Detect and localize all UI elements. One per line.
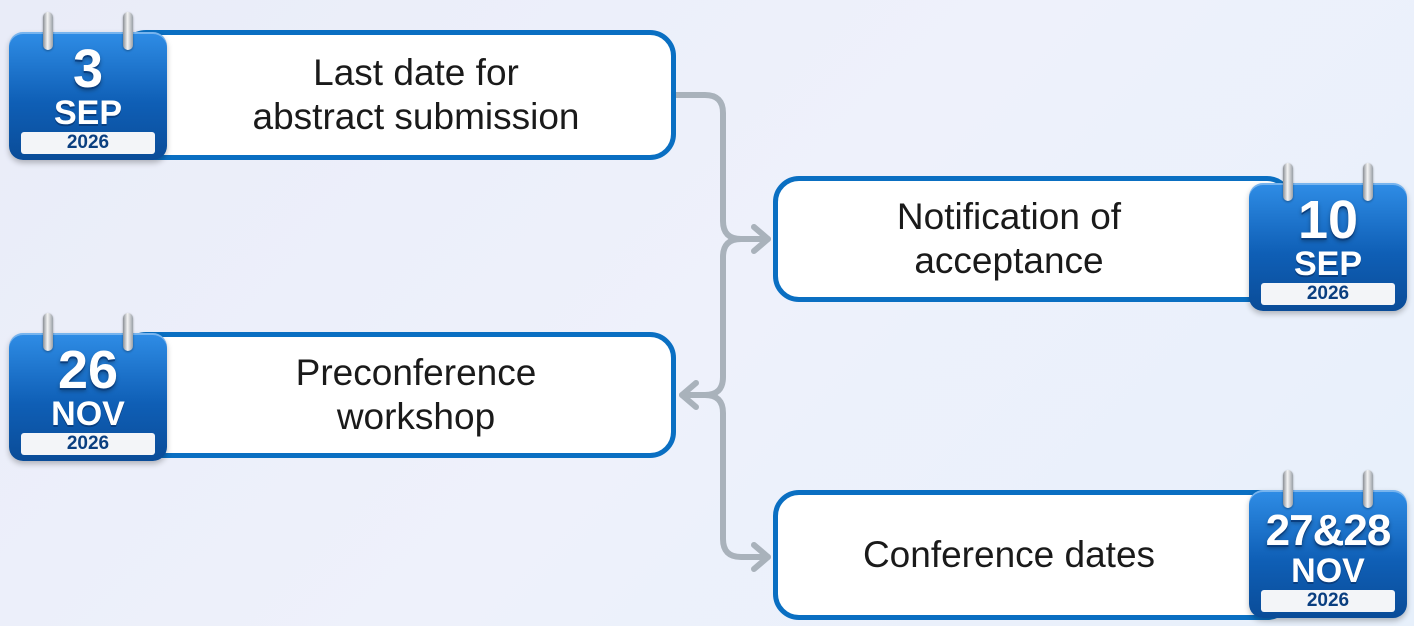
calendar-icon: 27&28 NOV 2026 [1249, 470, 1407, 618]
calendar-year: 2026 [1261, 590, 1395, 612]
calendar-icon: 26 NOV 2026 [9, 313, 167, 461]
arrowhead-icon [679, 380, 699, 410]
connector-submission-to-notification [673, 92, 771, 242]
milestone-label-line: workshop [336, 396, 496, 437]
milestone-label-line: Preconference [295, 352, 537, 393]
calendar-month: SEP [1293, 245, 1363, 283]
arrowhead-icon [751, 224, 771, 254]
calendar-year: 2026 [21, 433, 155, 455]
milestone-box-abstract-submission: Last date for abstract submission [120, 30, 676, 160]
milestone-label-line: Notification of [896, 196, 1122, 237]
connector-workshop-to-conference [702, 392, 771, 560]
milestone-box-preconference-workshop: Preconference workshop [120, 332, 676, 458]
calendar-year: 2026 [21, 132, 155, 154]
calendar-icon: 3 SEP 2026 [9, 12, 167, 160]
connector-notification-to-workshop [679, 236, 744, 398]
calendar-year: 2026 [1261, 283, 1395, 305]
milestone-box-notification: Notification of acceptance [773, 176, 1293, 302]
calendar-icon: 10 SEP 2026 [1249, 163, 1407, 311]
calendar-month: NOV [1291, 552, 1365, 590]
calendar-day: 10 [1297, 190, 1359, 250]
arrowhead-icon [751, 542, 771, 572]
milestone-label-line: Last date for [313, 52, 519, 93]
milestone-label-line: acceptance [914, 240, 1104, 281]
calendar-day: 3 [72, 39, 104, 99]
calendar-day: 27&28 [1265, 506, 1392, 555]
milestone-label-line: abstract submission [252, 96, 580, 137]
calendar-day: 26 [57, 340, 119, 400]
calendar-month: SEP [53, 94, 123, 132]
milestone-label-line: Conference dates [862, 534, 1156, 575]
milestone-box-conference-dates: Conference dates [773, 490, 1293, 620]
calendar-month: NOV [51, 395, 125, 433]
